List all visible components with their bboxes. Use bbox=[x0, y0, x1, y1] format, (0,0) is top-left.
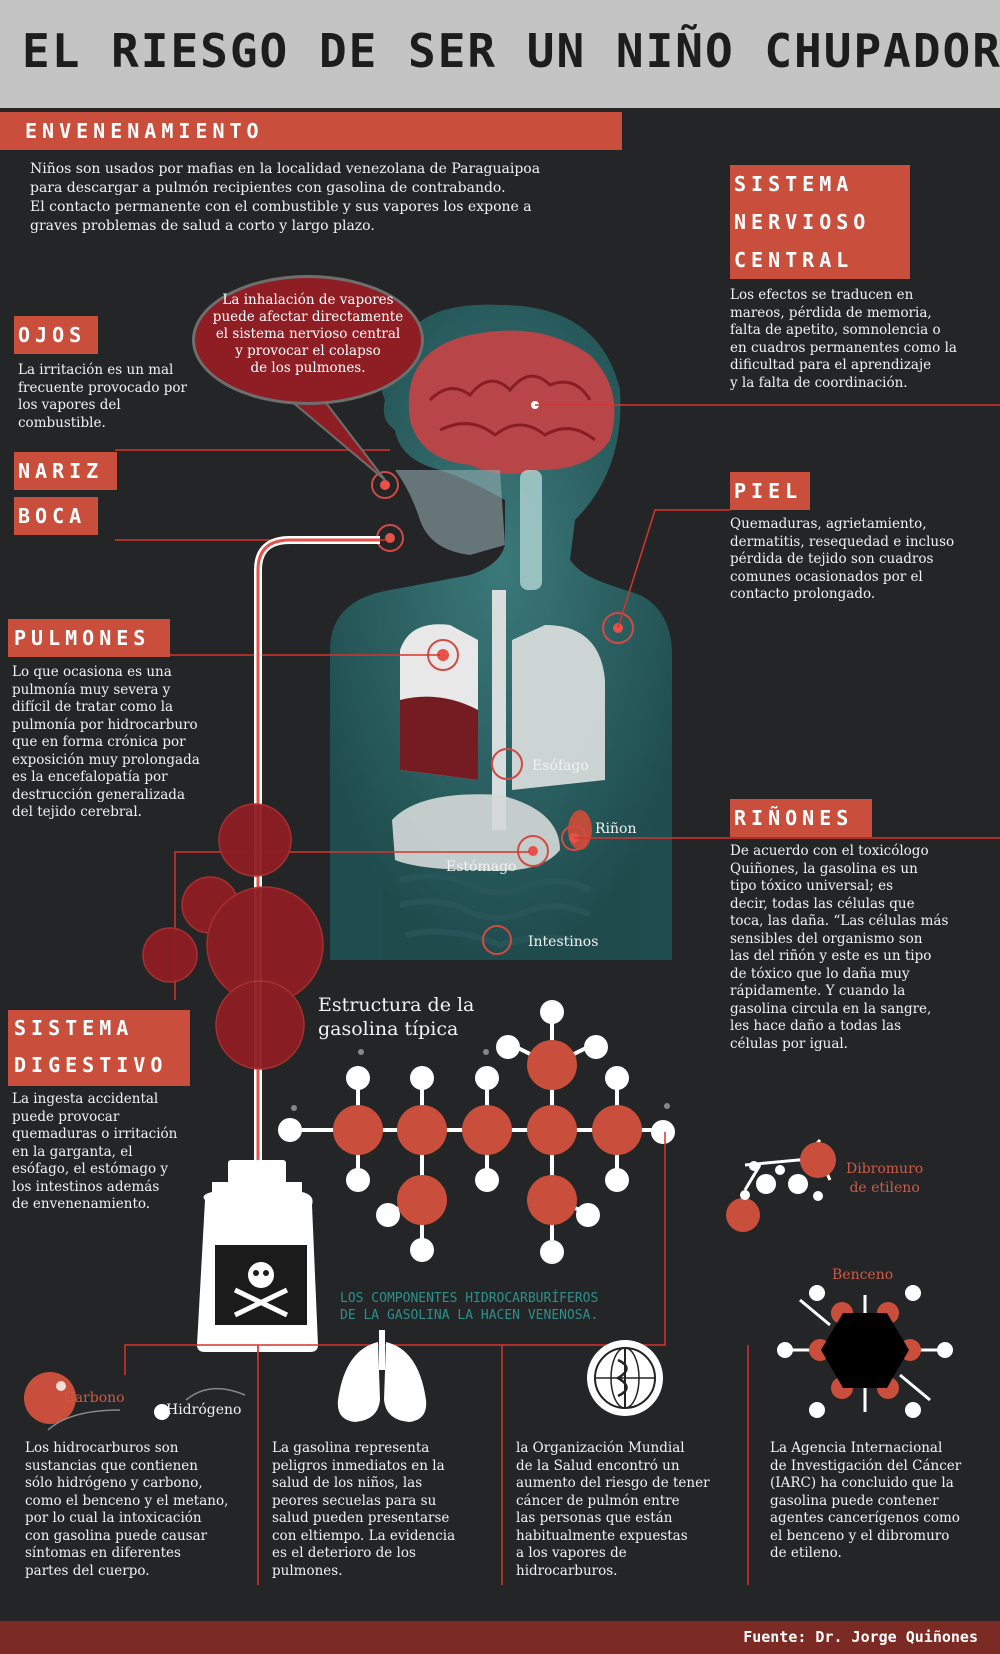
piel-line: Quemaduras, agrietamiento, bbox=[730, 516, 927, 532]
piel-line: contacto prolongado. bbox=[730, 586, 876, 602]
nariz-heading: NARIZ bbox=[14, 452, 117, 490]
molecule-title: Estructura de la gasolina típica bbox=[318, 994, 475, 1040]
digestivo-line: puede provocar bbox=[12, 1108, 120, 1125]
intro-line: Niños son usados por mafias en la locali… bbox=[30, 161, 541, 177]
digestivo-line: de envenenamiento. bbox=[12, 1196, 151, 1212]
rinones-line: De acuerdo con el toxicólogo bbox=[730, 843, 929, 859]
nervioso-line: dificultad para el aprendizaje bbox=[730, 357, 932, 373]
pulmones-line: pulmonía muy severa y bbox=[12, 681, 171, 698]
page-title: EL RIESGO DE SER UN NIÑO CHUPADOR bbox=[22, 24, 1000, 78]
piel-line: dermatitis, resequedad e incluso bbox=[730, 533, 955, 550]
rinones-heading: RIÑONES bbox=[730, 799, 872, 837]
pulmones-line: difícil de tratar como la bbox=[12, 699, 174, 715]
envenenamiento-heading: ENVENENAMIENTO bbox=[0, 112, 622, 150]
bottom-col-peligros: La gasolina representa peligros inmediat… bbox=[272, 1440, 456, 1579]
digestivo-line: en la garganta, el bbox=[12, 1143, 133, 1160]
source-credit: Fuente: Dr. Jorge Quiñones bbox=[743, 1628, 978, 1646]
hidrogeno-label: Hidrógeno bbox=[166, 1402, 242, 1418]
ojos-line: frecuente provocado por bbox=[18, 379, 187, 396]
rinones-line: las del riñón y este es un tipo bbox=[730, 948, 932, 964]
pulmones-line: que en forma crónica por bbox=[12, 734, 186, 750]
estomago-label: Estómago bbox=[446, 859, 517, 875]
carbono-label: Carbono bbox=[64, 1390, 125, 1406]
footer: Fuente: Dr. Jorge Quiñones bbox=[0, 1621, 1000, 1654]
rinones-text: De acuerdo con el toxicólogo Quiñones, l… bbox=[730, 843, 995, 1053]
pulmones-line: del tejido cerebral. bbox=[12, 804, 142, 820]
rinones-line: les hace daño a todas las bbox=[730, 1018, 902, 1034]
dibromuro-molecule bbox=[726, 1138, 836, 1232]
benceno-label: Benceno bbox=[832, 1267, 894, 1283]
digestivo-line: los intestinos además bbox=[12, 1178, 160, 1195]
bubble-line: y provocar el colapso bbox=[235, 343, 381, 359]
nervioso-line: falta de apetito, somnolencia o bbox=[730, 322, 941, 338]
rinones-line: sensibles del organismo son bbox=[730, 930, 923, 947]
nervioso-heading: SISTEMA NERVIOSO CENTRAL bbox=[730, 165, 910, 279]
ojos-line: combustible. bbox=[18, 414, 106, 431]
bubble-line: La inhalación de vapores bbox=[222, 292, 394, 308]
pulmones-line: destrucción generalizada bbox=[12, 786, 185, 803]
nervioso-line: mareos, pérdida de memoria, bbox=[730, 304, 932, 321]
benzene-molecule bbox=[777, 1285, 953, 1418]
pulmones-text: Lo que ocasiona es una pulmonía muy seve… bbox=[12, 664, 227, 822]
digestivo-line: esófago, el estómago y bbox=[12, 1161, 169, 1177]
gasoline-molecule bbox=[278, 1000, 675, 1264]
intro-line: El contacto permanente con el combustibl… bbox=[30, 199, 532, 215]
piel-line: comunes ocasionados por el bbox=[730, 568, 923, 585]
nervioso-line: en cuadros permanentes como la bbox=[730, 339, 957, 356]
nervioso-text: Los efectos se traducen en mareos, pérdi… bbox=[730, 287, 995, 392]
nervioso-line: y la falta de coordinación. bbox=[730, 374, 908, 391]
components-caption: LOS COMPONENTES HIDROCARBURÍFEROS DE LA … bbox=[340, 1291, 599, 1323]
intro-line: para descargar a pulmón recipientes con … bbox=[30, 180, 506, 196]
bottom-col-oms: la Organización Mundial de la Salud enco… bbox=[516, 1440, 710, 1579]
ojos-heading: OJOS bbox=[14, 316, 98, 354]
nervioso-line: Los efectos se traducen en bbox=[730, 287, 914, 303]
rinones-line: de tóxico que lo daña muy bbox=[730, 965, 910, 982]
intestinos-label: Intestinos bbox=[528, 934, 599, 950]
rinones-line: decir, todas las células que bbox=[730, 895, 915, 912]
piel-text: Quemaduras, agrietamiento, dermatitis, r… bbox=[730, 516, 995, 604]
digestivo-heading: SISTEMA DIGESTIVO bbox=[8, 1010, 190, 1086]
digestivo-text: La ingesta accidental puede provocar que… bbox=[12, 1091, 212, 1214]
piel-heading: PIEL bbox=[730, 472, 810, 510]
intro-text: Niños son usados por mafias en la locali… bbox=[30, 160, 640, 236]
rinones-line: toca, las daña. “Las células más bbox=[730, 913, 949, 929]
esofago-label: Esófago bbox=[532, 758, 589, 774]
atom-legend bbox=[24, 1372, 246, 1431]
gasoline-canister bbox=[197, 1160, 318, 1352]
pulmones-line: exposición muy prolongada bbox=[12, 751, 200, 768]
bubble-line: de los pulmones. bbox=[250, 360, 366, 376]
pulmones-line: Lo que ocasiona es una bbox=[12, 664, 172, 680]
rinon-label: Riñon bbox=[595, 821, 637, 837]
intro-line: graves problemas de salud a corto y larg… bbox=[30, 218, 375, 234]
rinones-line: Quiñones, la gasolina es un bbox=[730, 860, 918, 877]
dibromuro-label: Dibromuro de etileno bbox=[846, 1161, 924, 1196]
ojos-line: los vapores del bbox=[18, 397, 121, 413]
bubble-line: puede afectar directamente bbox=[212, 309, 404, 325]
inhalation-bubble: La inhalación de vapores puede afectar d… bbox=[192, 275, 424, 405]
ojos-text: La irritación es un mal frecuente provoc… bbox=[18, 362, 208, 432]
bottom-col-hidrocarburos: Los hidrocarburos son sustancias que con… bbox=[25, 1440, 229, 1579]
rinones-line: tipo tóxico universal; es bbox=[730, 878, 894, 894]
who-logo-icon bbox=[587, 1340, 663, 1416]
digestivo-line: quemaduras o irritación bbox=[12, 1126, 178, 1142]
ojos-line: La irritación es un mal bbox=[18, 362, 174, 378]
pulmones-line: es la encefalopatía por bbox=[12, 769, 168, 785]
pulmones-line: pulmonía por hidrocarburo bbox=[12, 716, 198, 733]
title-bar: EL RIESGO DE SER UN NIÑO CHUPADOR bbox=[0, 0, 1000, 108]
pulmones-heading: PULMONES bbox=[8, 619, 170, 657]
rinones-line: gasolina circula en la sangre, bbox=[730, 1000, 932, 1017]
piel-line: pérdida de tejido son cuadros bbox=[730, 551, 934, 567]
bottom-col-iarc: La Agencia Internacional de Investigació… bbox=[770, 1440, 962, 1561]
bubble-line: el sistema nervioso central bbox=[215, 326, 401, 342]
lungs-icon bbox=[337, 1330, 427, 1422]
rinones-line: rápidamente. Y cuando la bbox=[730, 983, 906, 999]
boca-heading: BOCA bbox=[14, 497, 98, 535]
rinones-line: células por igual. bbox=[730, 1035, 848, 1052]
digestivo-line: La ingesta accidental bbox=[12, 1091, 159, 1107]
